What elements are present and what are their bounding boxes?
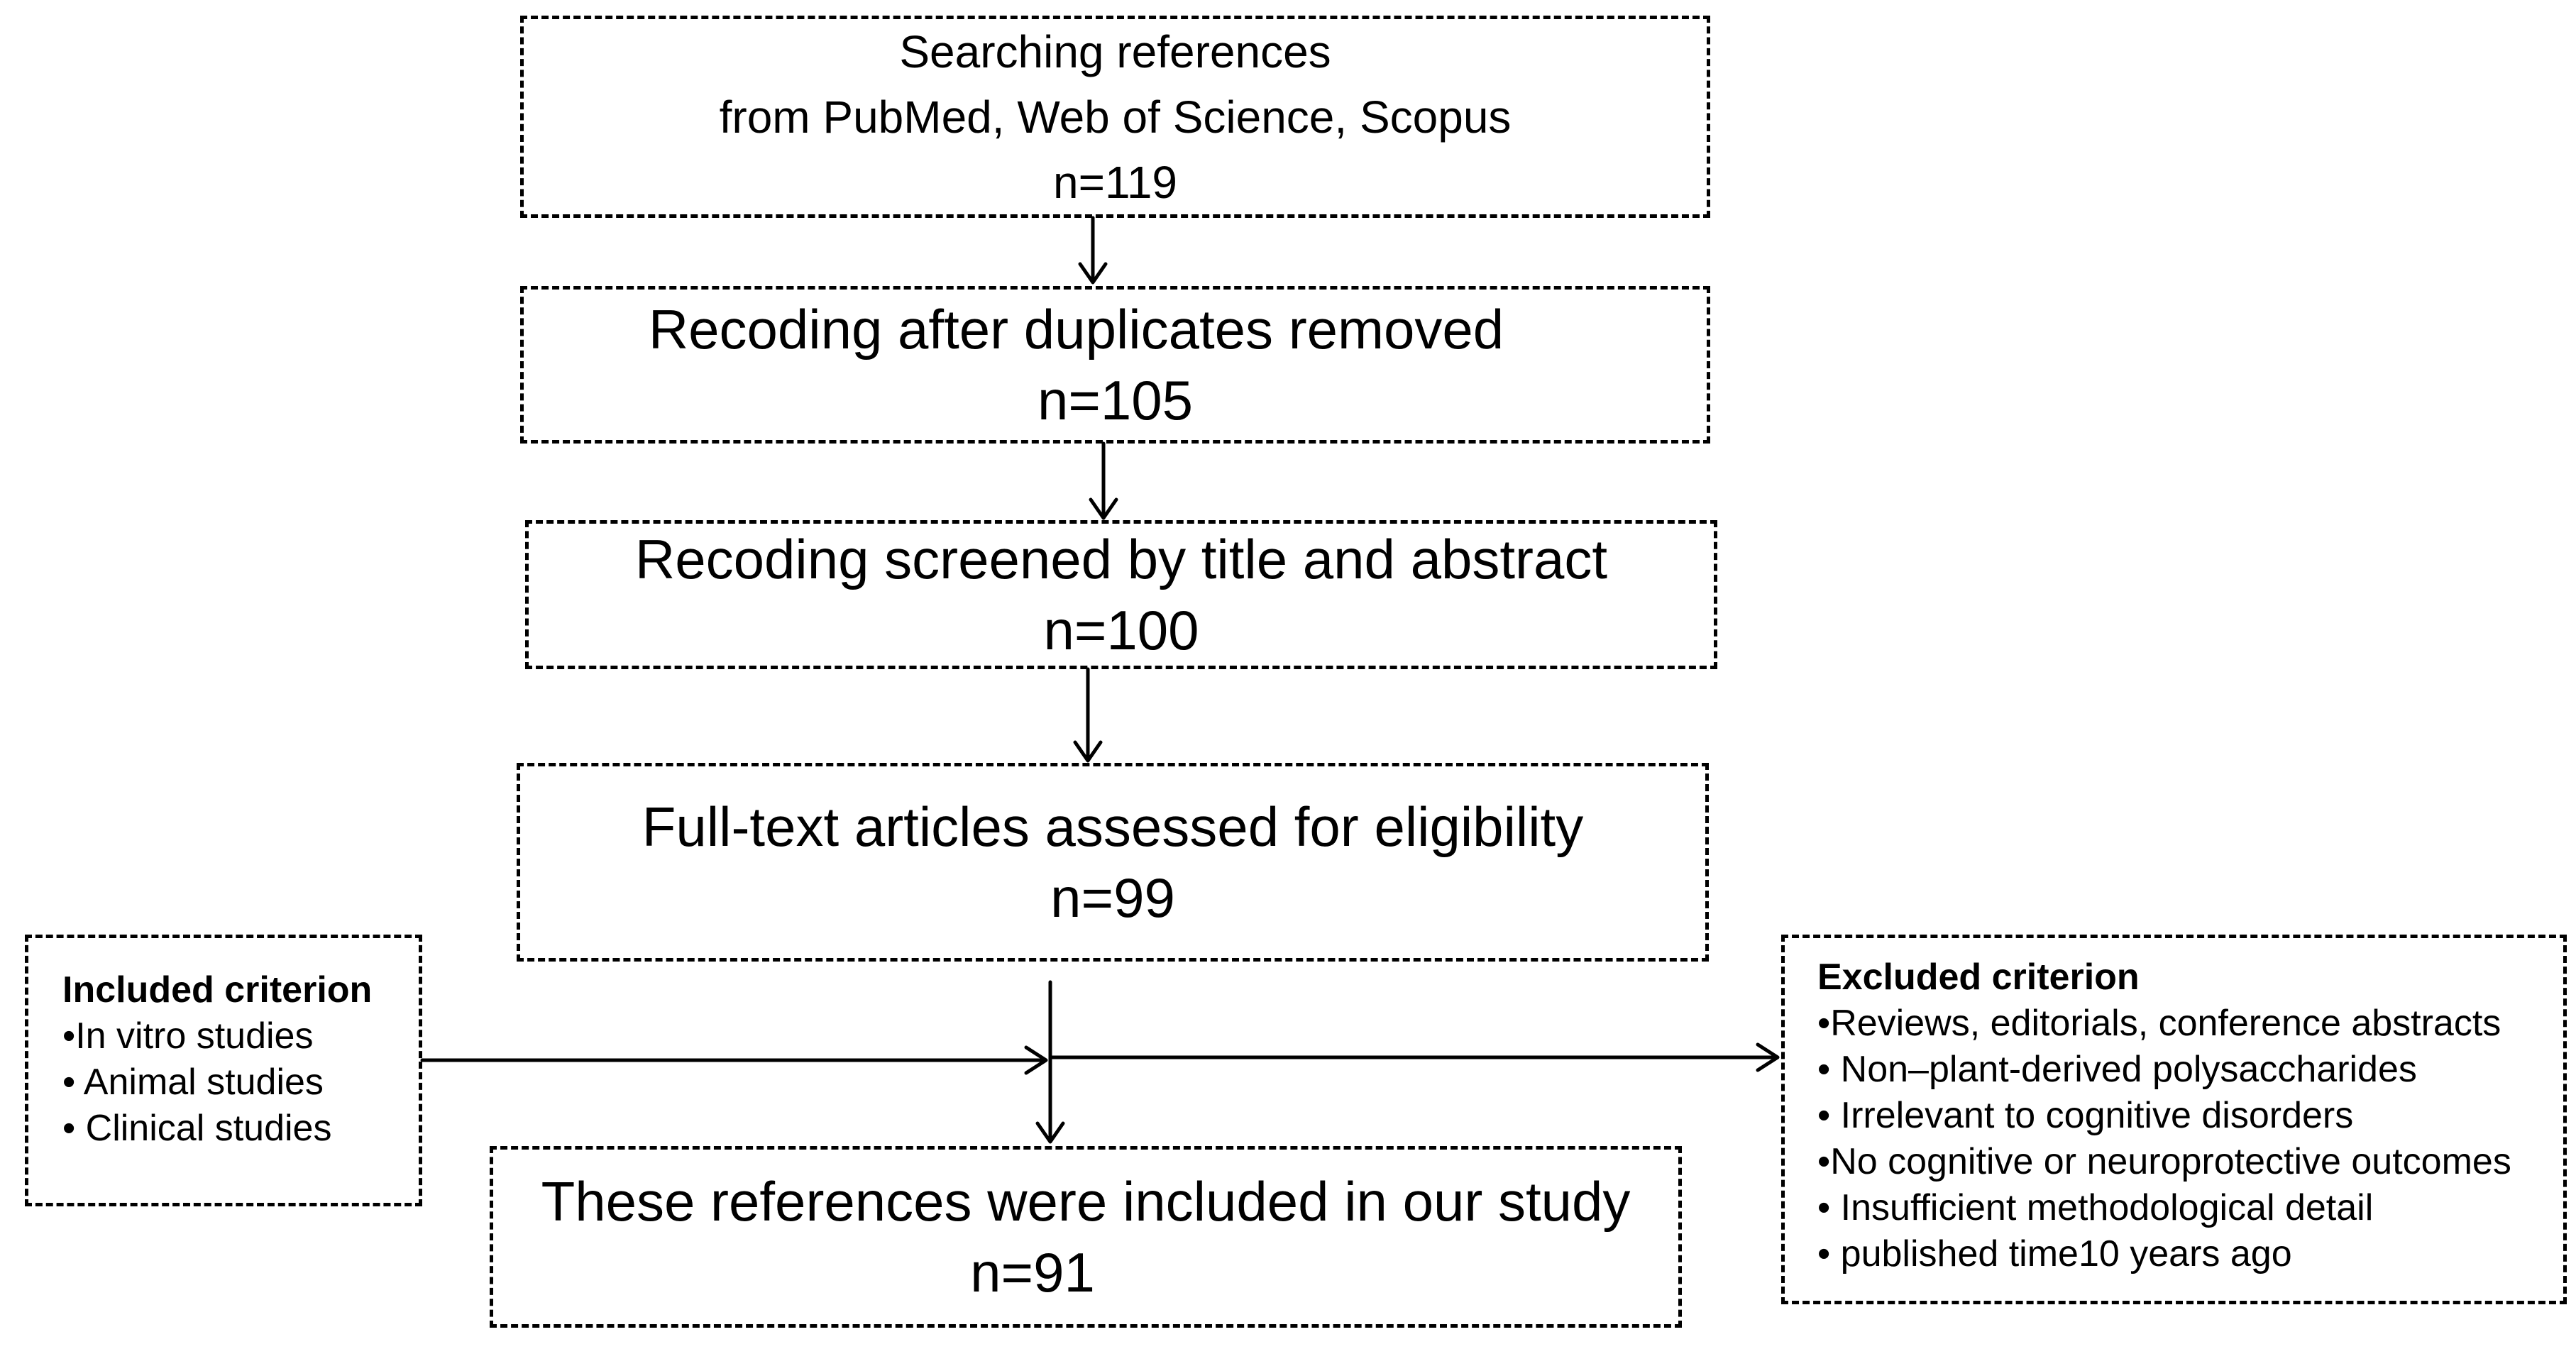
arrowhead-included-criterion <box>1024 1045 1048 1075</box>
duplicates-label: Recoding after duplicates removed <box>648 298 1504 360</box>
excluded-item-non-plant: • Non–plant-derived polysaccharides <box>1817 1049 2417 1090</box>
search-box: Searching references from PubMed, Web of… <box>520 16 1710 218</box>
arrowhead-screened-to-fulltext <box>1073 740 1103 763</box>
included-criterion-box: Included criterion •In vitro studies • A… <box>25 935 422 1206</box>
arrowhead-fulltext-to-included <box>1035 1121 1065 1144</box>
excluded-item-no-outcomes: •No cognitive or neuroprotective outcome… <box>1817 1141 2511 1182</box>
search-count: n=119 <box>1053 156 1177 208</box>
included-study-label: These references were included in our st… <box>541 1170 1631 1233</box>
fulltext-label: Full-text articles assessed for eligibil… <box>642 795 1584 858</box>
included-study-box: These references were included in our st… <box>490 1146 1682 1328</box>
included-study-count: n=91 <box>970 1241 1095 1304</box>
arrowhead-excluded-criterion <box>1756 1042 1780 1072</box>
arrowhead-duplicates-to-screened <box>1089 497 1118 520</box>
screened-box: Recoding screened by title and abstract … <box>525 520 1717 669</box>
search-sources: from PubMed, Web of Science, Scopus <box>719 91 1512 143</box>
excluded-item-insufficient-detail: • Insufficient methodological detail <box>1817 1187 2374 1228</box>
excluded-criterion-box: Excluded criterion •Reviews, editorials,… <box>1781 935 2567 1304</box>
fulltext-box: Full-text articles assessed for eligibil… <box>517 763 1709 962</box>
included-item-in-vitro: •In vitro studies <box>62 1015 314 1057</box>
included-criterion-heading: Included criterion <box>62 969 373 1011</box>
duplicates-count: n=105 <box>1037 369 1194 431</box>
fulltext-count: n=99 <box>1050 866 1175 929</box>
screened-label: Recoding screened by title and abstract <box>634 528 1608 590</box>
screened-count: n=100 <box>1043 599 1199 661</box>
excluded-criterion-heading: Excluded criterion <box>1817 957 2140 998</box>
excluded-item-published-time: • published time10 years ago <box>1817 1233 2292 1274</box>
arrowhead-search-to-duplicates <box>1078 262 1108 285</box>
search-title: Searching references <box>899 26 1331 77</box>
duplicates-box: Recoding after duplicates removed n=105 <box>520 286 1710 444</box>
excluded-item-reviews: •Reviews, editorials, conference abstrac… <box>1817 1003 2501 1044</box>
included-item-animal: • Animal studies <box>62 1062 324 1103</box>
excluded-item-irrelevant: • Irrelevant to cognitive disorders <box>1817 1095 2354 1136</box>
included-item-clinical: • Clinical studies <box>62 1108 332 1149</box>
